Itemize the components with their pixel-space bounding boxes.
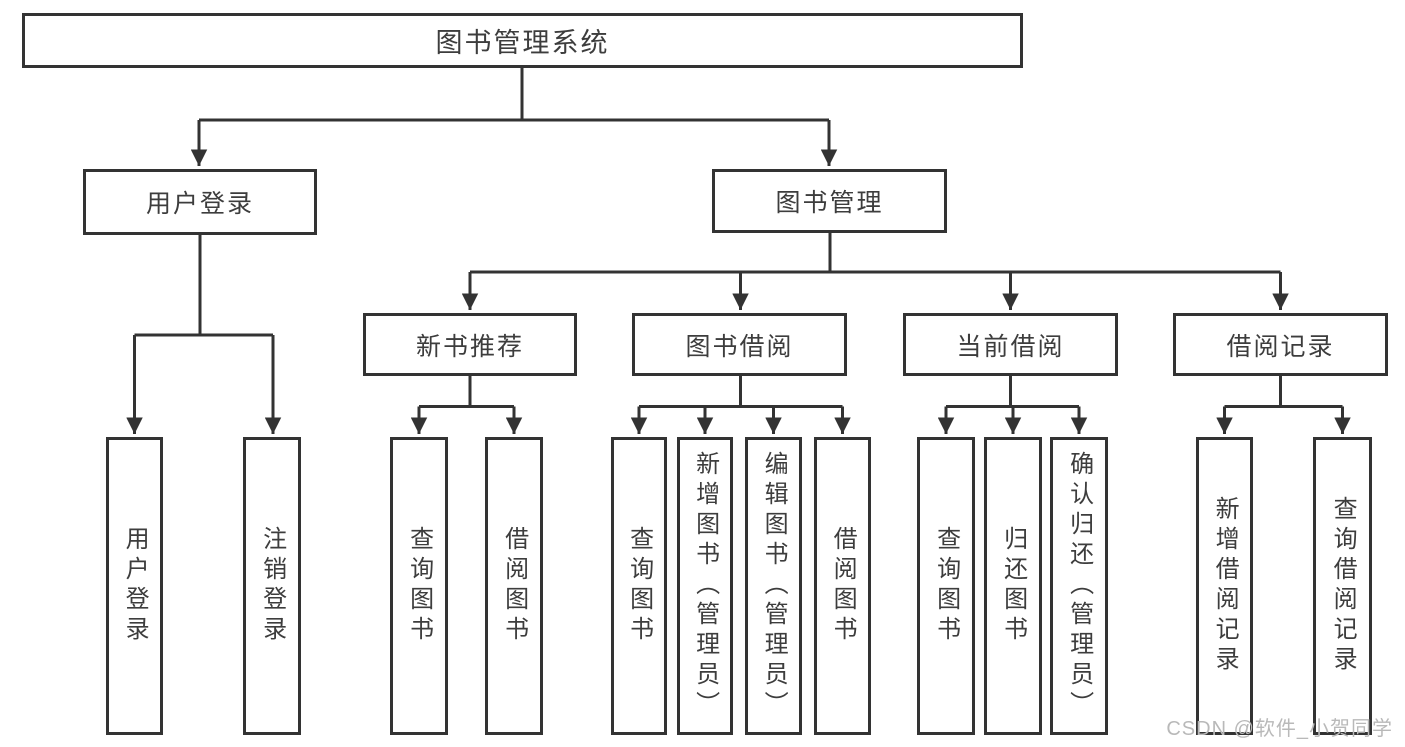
node-current-borrowing: 当前借阅 — [903, 313, 1118, 376]
csdn-watermark: CSDN @软件_小贺同学 — [1166, 718, 1393, 740]
node-new-book-recommend: 新书推荐 — [363, 313, 577, 376]
leaf-query-books-recommend: 查询图书 — [390, 437, 448, 735]
leaf-borrow-books-recommend: 借阅图书 — [485, 437, 543, 735]
leaf-return-books: 归还图书 — [984, 437, 1042, 735]
node-user-login: 用户登录 — [83, 169, 317, 235]
leaf-query-books-borrowing: 查询图书 — [611, 437, 667, 735]
leaf-borrow-books: 借阅图书 — [814, 437, 871, 735]
leaf-query-borrow-record: 查询借阅记录 — [1313, 437, 1372, 735]
leaf-add-borrow-record: 新增借阅记录 — [1196, 437, 1253, 735]
leaf-edit-books-admin: 编辑图书（管理员） — [745, 437, 802, 735]
leaf-query-books-current: 查询图书 — [917, 437, 975, 735]
node-book-borrowing: 图书借阅 — [632, 313, 847, 376]
node-borrow-records: 借阅记录 — [1173, 313, 1388, 376]
leaf-user-login: 用户登录 — [106, 437, 163, 735]
leaf-confirm-return-admin: 确认归还（管理员） — [1050, 437, 1108, 735]
node-library-management-system: 图书管理系统 — [22, 13, 1023, 68]
leaf-logout: 注销登录 — [243, 437, 301, 735]
node-book-management: 图书管理 — [712, 169, 947, 233]
leaf-add-books-admin: 新增图书（管理员） — [677, 437, 733, 735]
